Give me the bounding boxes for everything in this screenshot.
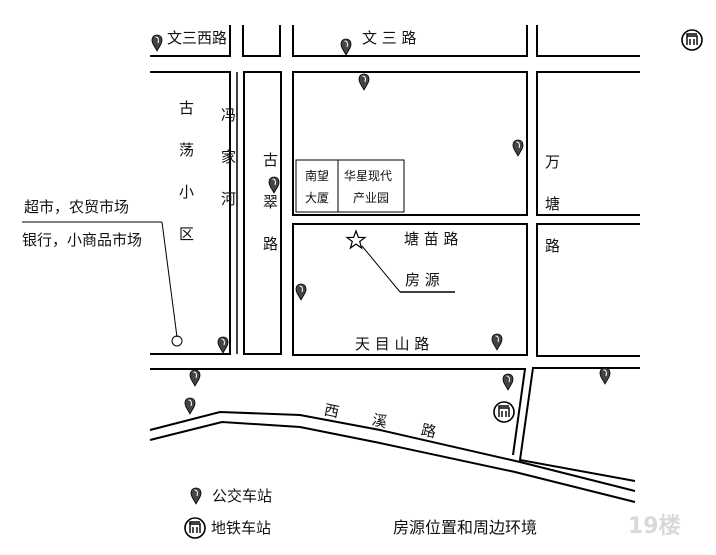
- building-label-nanwang-1: 南望: [305, 169, 330, 183]
- bus-stop-pin-icon: [151, 34, 163, 52]
- building-boxes: [295, 159, 405, 213]
- building-label-huaxing-2: 产业园: [353, 191, 390, 205]
- annotation-bank: 银行，小商品市场: [22, 231, 143, 249]
- road-label-wensan: 文 三 路: [362, 29, 417, 47]
- bus-stop-pin-icon: [512, 139, 524, 157]
- bus-stop-pin-icon: [190, 487, 202, 505]
- bus-stop-pin-icon: [491, 333, 503, 351]
- road-label-tianmushan: 天 目 山 路: [355, 335, 430, 353]
- map-caption: 房源位置和周边环境: [393, 518, 538, 537]
- bus-stop-pin-icon: [358, 73, 370, 91]
- bus-stop-pin-icon: [295, 283, 307, 301]
- building-label-huaxing-1: 华星现代: [344, 169, 393, 183]
- building-label-nanwang-2: 大厦: [305, 191, 330, 205]
- area-label-gudang-xiaoqu: 古 荡 小 区: [179, 99, 195, 243]
- bus-stop-pin-icon: [502, 373, 514, 391]
- road-label-xixi-3: 路: [419, 420, 438, 442]
- legend-bus-label: 公交车站: [212, 487, 273, 505]
- bus-stop-pin-icon: [340, 38, 352, 56]
- metro-station-icon: [681, 29, 703, 51]
- road-label-wantang: 万 塘 路: [545, 153, 561, 255]
- metro-stations: [184, 29, 703, 539]
- watermark-logo: 19楼: [628, 514, 681, 539]
- road-label-wensanxi: 文三西路: [167, 29, 228, 47]
- metro-station-icon: [184, 517, 206, 539]
- bus-stop-pin-icon: [184, 397, 196, 415]
- road-label-xixi-2: 溪: [370, 410, 389, 432]
- star-icon: [345, 229, 367, 250]
- metro-station-icon: [493, 401, 515, 423]
- road-label-tangmiao: 塘 苗 路: [404, 230, 459, 248]
- road-outlines: [149, 25, 640, 503]
- bus-stop-pin-icon: [189, 369, 201, 387]
- river-label-fengjiahe: 冯 家 河: [221, 106, 237, 208]
- annotation-house: 房 源: [405, 271, 440, 289]
- circle-marker-icon: [171, 335, 183, 347]
- annotation-lines: [22, 221, 455, 347]
- bus-stop-pin-icon: [217, 336, 229, 354]
- annotation-supermarket: 超市，农贸市场: [24, 198, 130, 216]
- road-label-gucui: 古 翠 路: [263, 151, 279, 253]
- road-label-xixi-1: 西: [322, 400, 341, 422]
- bus-stop-pin-icon: [599, 367, 611, 385]
- legend-metro-label: 地铁车站: [211, 519, 272, 537]
